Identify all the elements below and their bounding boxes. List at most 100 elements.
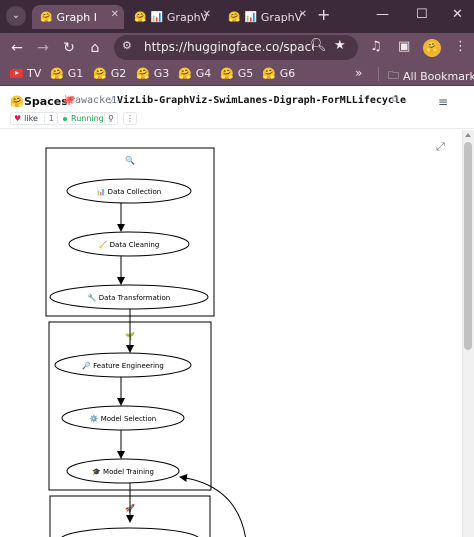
node-label: 🔎 Feature Engineering bbox=[82, 361, 164, 370]
browser-toolbar: ← → ↻ ⌂ ⚙ https://huggingface.co/spaces/… bbox=[0, 33, 474, 62]
graph-edge bbox=[179, 474, 246, 537]
node-label: 🎓 Model Training bbox=[92, 468, 154, 476]
author-link[interactable]: awacke1 bbox=[75, 95, 118, 106]
space-name-link[interactable]: VizLib-GraphViz-SwimLanes-Digraph-ForMLL… bbox=[117, 95, 406, 106]
status-dot-icon bbox=[63, 116, 67, 121]
chevron-double-right-icon: » bbox=[355, 66, 363, 80]
bookmark-star-icon[interactable]: ★ bbox=[334, 38, 346, 53]
hf-logo-icon[interactable]: 🤗 bbox=[10, 95, 24, 108]
like-button[interactable]: ♥ like 1 bbox=[10, 112, 58, 125]
graph-node[interactable] bbox=[60, 527, 200, 537]
maximize-button[interactable]: ☐ bbox=[416, 6, 428, 24]
more-vert-icon: ⋮ bbox=[454, 39, 467, 54]
home-button[interactable]: ⌂ bbox=[84, 37, 106, 59]
media-icon: ♫ bbox=[370, 39, 382, 54]
side-panel-icon: ▣ bbox=[398, 39, 411, 54]
close-icon[interactable]: ✕ bbox=[298, 9, 307, 20]
node-label: ⚙️ Model Selection bbox=[90, 414, 156, 423]
graph-node[interactable] bbox=[68, 231, 190, 257]
zoom-icon[interactable]: 🔍︎ bbox=[310, 38, 327, 53]
author-avatar-icon: 🐙 bbox=[63, 95, 76, 106]
side-panel-button[interactable]: ▣ bbox=[398, 39, 410, 55]
reload-button[interactable]: ↻ bbox=[58, 37, 80, 59]
all-bookmarks-button[interactable]: 🗀 All Bookmarks bbox=[388, 67, 474, 86]
heart-icon: ♥ bbox=[14, 114, 22, 123]
fullscreen-button[interactable]: ⤢ bbox=[436, 140, 445, 154]
chart-favicon-icon: 📊 bbox=[244, 11, 257, 23]
bookmark-g5[interactable]: 🤗 G5 bbox=[220, 67, 253, 80]
space-header: 🤗 Spaces 🐙 awacke1 / VizLib-GraphViz-Swi… bbox=[0, 87, 474, 129]
address-bar[interactable]: ⚙ https://huggingface.co/spaces/aw... 🔍︎… bbox=[114, 35, 358, 60]
bookmark-g4[interactable]: 🤗 G4 bbox=[178, 67, 211, 80]
all-bookmarks-label: All Bookmarks bbox=[403, 70, 474, 83]
settings-icon: ⚲ bbox=[108, 114, 114, 123]
home-icon: ⌂ bbox=[90, 40, 100, 56]
tab-1[interactable]: 🤗 Graph I ✕ bbox=[32, 5, 124, 29]
tab-label: GraphV bbox=[260, 10, 303, 24]
bookmark-label: G1 bbox=[67, 67, 84, 80]
status-label: Running bbox=[71, 114, 104, 123]
new-tab-button[interactable]: + bbox=[317, 6, 330, 24]
bookmark-g3[interactable]: 🤗 G3 bbox=[136, 67, 169, 80]
tab-3[interactable]: 🤗 📊 GraphV ✕ bbox=[220, 5, 312, 29]
url-text[interactable]: https://huggingface.co/spaces/aw... bbox=[144, 40, 314, 54]
chart-favicon-icon: 📊 bbox=[150, 11, 163, 23]
bookmark-g1[interactable]: 🤗 G1 bbox=[50, 67, 83, 80]
hf-favicon-icon: 🤗 bbox=[228, 11, 241, 23]
copy-icon[interactable]: ⧉ bbox=[392, 95, 399, 105]
bookmark-label: G4 bbox=[195, 67, 212, 80]
expand-icon: ⤢ bbox=[436, 140, 445, 153]
youtube-icon bbox=[10, 69, 23, 78]
forward-button[interactable]: → bbox=[32, 37, 54, 59]
space-menu-icon[interactable]: ≡ bbox=[438, 95, 449, 109]
node-label: 🧹 Data Cleaning bbox=[99, 240, 160, 249]
graph-node[interactable] bbox=[61, 405, 185, 431]
path-separator: / bbox=[109, 95, 116, 106]
graph-node[interactable] bbox=[66, 178, 192, 204]
media-controls-button[interactable]: ♫ bbox=[370, 39, 382, 55]
space-settings-button[interactable]: ⚲ bbox=[104, 112, 118, 125]
bookmark-tv[interactable]: TV bbox=[10, 67, 41, 80]
graph-node[interactable] bbox=[49, 284, 209, 310]
cluster-icon: 🔍 bbox=[125, 155, 135, 165]
hf-favicon-icon: 🤗 bbox=[40, 11, 53, 23]
bookmark-label: G6 bbox=[279, 67, 296, 80]
status-badge: Running bbox=[57, 112, 110, 125]
graph-node[interactable] bbox=[66, 458, 180, 484]
scroll-up-arrow[interactable] bbox=[465, 133, 471, 137]
site-info-icon[interactable]: ⚙ bbox=[122, 39, 132, 52]
bookmark-g2[interactable]: 🤗 G2 bbox=[93, 67, 126, 80]
graph-node[interactable] bbox=[54, 352, 192, 378]
like-label: like bbox=[24, 114, 38, 123]
hf-favicon-icon: 🤗 bbox=[262, 67, 276, 80]
tab-search-button[interactable]: ⌄ bbox=[6, 6, 26, 26]
folder-icon: 🗀 bbox=[388, 69, 399, 82]
close-icon: ✕ bbox=[452, 7, 463, 22]
profile-avatar[interactable]: 🤗 bbox=[423, 39, 441, 57]
minimize-button[interactable]: — bbox=[376, 6, 389, 24]
swimlane-digraph: 🔍 📊 Data Collection 🧹 Data Cleaning 🔧 Da… bbox=[45, 147, 246, 537]
close-icon[interactable]: ✕ bbox=[110, 9, 119, 20]
bookmark-g6[interactable]: 🤗 G6 bbox=[262, 67, 295, 80]
bookmarks-divider bbox=[378, 67, 379, 81]
hf-favicon-icon: 🤗 bbox=[50, 67, 64, 80]
back-button[interactable]: ← bbox=[6, 37, 28, 59]
space-more-button[interactable]: ⋮ bbox=[123, 112, 137, 125]
reload-icon: ↻ bbox=[63, 40, 75, 56]
tab-strip: ⌄ 🤗 Graph I ✕ 🤗 📊 GraphV ✕ 🤗 📊 GraphV ✕ … bbox=[0, 0, 474, 33]
bookmark-label: TV bbox=[27, 67, 42, 80]
hf-favicon-icon: 🤗 bbox=[220, 67, 234, 80]
close-window-button[interactable]: ✕ bbox=[452, 6, 463, 24]
tab-2[interactable]: 🤗 📊 GraphV ✕ bbox=[126, 5, 216, 29]
bookmarks-overflow-button[interactable]: » bbox=[355, 66, 362, 80]
chevron-down-icon: ⌄ bbox=[11, 10, 21, 21]
node-label: 📊 Data Collection bbox=[97, 187, 162, 196]
scroll-thumb[interactable] bbox=[464, 142, 472, 350]
profile-icon: 🤗 bbox=[425, 42, 439, 53]
spaces-link[interactable]: Spaces bbox=[24, 95, 68, 108]
hf-favicon-icon: 🤗 bbox=[178, 67, 192, 80]
browser-menu-button[interactable]: ⋮ bbox=[454, 39, 467, 55]
hf-favicon-icon: 🤗 bbox=[93, 67, 107, 80]
maximize-icon: ☐ bbox=[416, 7, 428, 22]
close-icon[interactable]: ✕ bbox=[202, 9, 211, 20]
